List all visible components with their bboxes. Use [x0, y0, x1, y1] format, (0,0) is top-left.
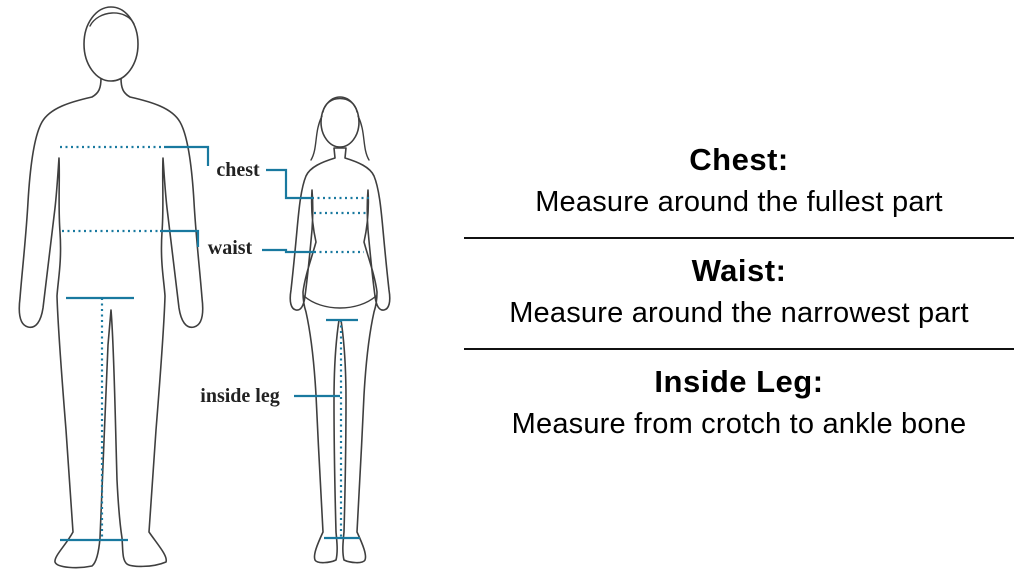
instruction-chest: Chest: Measure around the fullest part	[464, 130, 1014, 235]
measurement-marks	[60, 145, 370, 542]
female-head	[320, 96, 360, 148]
divider	[464, 347, 1014, 350]
measurement-diagram: chest waist inside leg	[0, 0, 462, 586]
instruction-inside-leg: Inside Leg: Measure from crotch to ankle…	[464, 352, 1014, 457]
instruction-waist: Waist: Measure around the narrowest part	[464, 241, 1014, 346]
female-hair-top	[322, 97, 358, 113]
instruction-waist-title: Waist:	[691, 252, 787, 288]
male-waist-bracket	[160, 229, 200, 247]
instruction-chest-description: Measure around the fullest part	[535, 185, 943, 218]
instructions-panel: Chest: Measure around the fullest part W…	[462, 0, 1024, 586]
male-head	[83, 6, 139, 82]
female-hair-left	[310, 115, 323, 161]
male-figure	[18, 6, 204, 569]
female-body-outline	[289, 147, 391, 564]
female-waist-bracket	[262, 248, 314, 254]
female-hair-right	[357, 115, 370, 161]
male-hair-line	[89, 12, 135, 27]
instruction-inside-leg-title: Inside Leg:	[654, 363, 824, 399]
inside-leg-label: inside leg	[200, 385, 279, 407]
divider	[464, 236, 1014, 239]
chest-label: chest	[216, 159, 260, 181]
male-chest-bracket	[164, 145, 210, 166]
body-measurement-figure: chest waist inside leg	[18, 6, 391, 569]
female-swimsuit-line	[303, 295, 377, 309]
instruction-waist-description: Measure around the narrowest part	[509, 296, 969, 329]
instruction-inside-leg-description: Measure from crotch to ankle bone	[511, 407, 967, 440]
male-body-outline	[18, 77, 204, 569]
female-figure	[289, 96, 391, 564]
waist-label: waist	[208, 237, 253, 259]
instruction-chest-title: Chest:	[689, 141, 789, 177]
female-chest-bracket	[266, 168, 312, 200]
